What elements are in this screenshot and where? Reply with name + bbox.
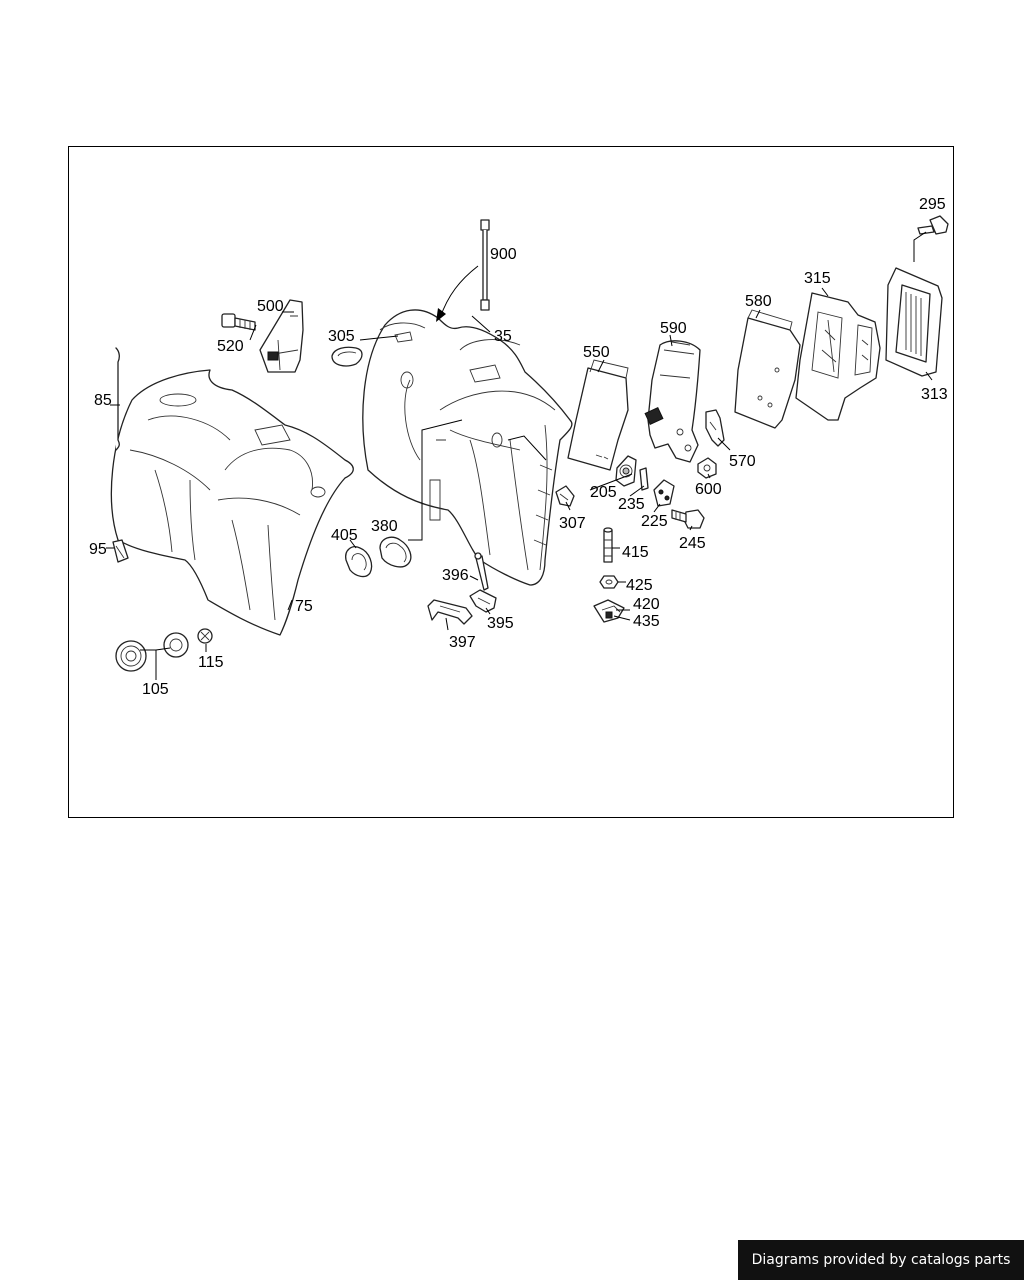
callout-415: 415 — [622, 544, 649, 561]
callout-435: 435 — [633, 613, 660, 630]
bolt-520 — [221, 313, 256, 331]
plate-225 — [653, 479, 675, 507]
callout-405: 405 — [331, 527, 358, 544]
callout-313: 313 — [921, 386, 948, 403]
trim-397 — [427, 599, 473, 625]
callout-307: 307 — [559, 515, 586, 532]
callout-380: 380 — [371, 518, 398, 535]
clip-95 — [112, 539, 129, 563]
seat-back-cover-75 — [110, 369, 354, 636]
bolt-245 — [671, 509, 705, 529]
callout-95: 95 — [89, 541, 107, 558]
washer-425 — [599, 575, 619, 589]
callout-295: 295 — [919, 196, 946, 213]
callout-315: 315 — [804, 270, 831, 287]
callout-75: 75 — [295, 598, 313, 615]
callout-115: 115 — [198, 654, 224, 671]
callout-570: 570 — [729, 453, 756, 470]
bracket-570 — [705, 409, 725, 447]
pin-396 — [474, 552, 489, 591]
callout-35: 35 — [494, 328, 512, 345]
callout-520: 520 — [217, 338, 244, 355]
nut-600 — [697, 457, 717, 479]
callout-580: 580 — [745, 293, 772, 310]
callout-600: 600 — [695, 481, 722, 498]
callout-235: 235 — [618, 496, 645, 513]
cushion-550 — [567, 359, 629, 471]
leader-lines — [106, 287, 933, 680]
clip-395 — [469, 589, 497, 613]
callout-105: 105 — [142, 681, 169, 698]
clip-420-435 — [593, 599, 625, 623]
box-313 — [885, 267, 943, 377]
callout-397: 397 — [449, 634, 476, 651]
callout-85: 85 — [94, 392, 112, 409]
callout-225: 225 — [641, 513, 668, 530]
callout-205: 205 — [590, 484, 617, 501]
back-panel-590 — [644, 340, 701, 463]
callout-305: 305 — [328, 328, 355, 345]
bolt-295 — [913, 215, 949, 262]
panel-580 — [734, 309, 801, 429]
latch-307 — [555, 485, 575, 507]
rosette-105 — [115, 628, 213, 672]
callout-425: 425 — [626, 577, 653, 594]
callout-900: 900 — [490, 246, 517, 263]
callout-550: 550 — [583, 344, 610, 361]
credit-text: Diagrams provided by catalogs parts — [751, 1252, 1011, 1268]
gasket-380 — [379, 536, 412, 568]
frame-315 — [795, 292, 881, 421]
rod-85 — [115, 347, 120, 451]
pad-305 — [331, 346, 363, 367]
clip-235 — [639, 467, 649, 491]
callout-590: 590 — [660, 320, 687, 337]
credit-banner: Diagrams provided by catalogs parts — [738, 1240, 1024, 1280]
rod-900 — [436, 219, 490, 322]
callout-395: 395 — [487, 615, 514, 632]
callout-396: 396 — [442, 567, 469, 584]
speaker-205 — [615, 455, 637, 487]
callout-420: 420 — [633, 596, 660, 613]
gasket-405 — [345, 546, 373, 578]
callout-245: 245 — [679, 535, 706, 552]
bracket-500 — [259, 299, 304, 373]
callout-500: 500 — [257, 298, 284, 315]
pin-415 — [603, 527, 613, 563]
callout-labels: 295 900 500 305 35 315 580 590 550 520 8… — [89, 196, 948, 698]
